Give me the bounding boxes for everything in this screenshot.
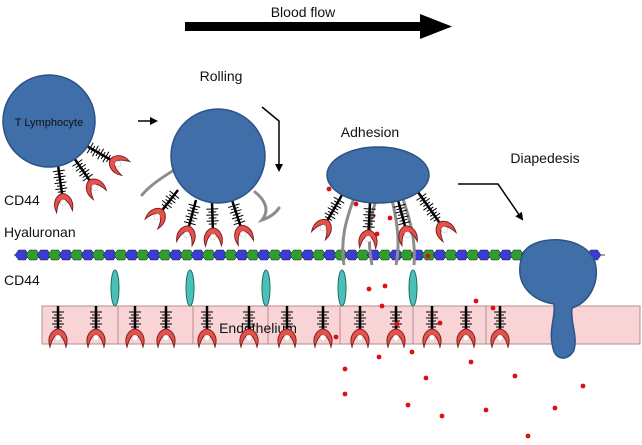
diapedesis-label: Diapedesis xyxy=(510,150,579,166)
chemokine-droplet xyxy=(437,320,443,326)
endothelial-cd44-receptors xyxy=(48,306,510,349)
chemokine-droplets xyxy=(326,186,586,439)
chemokine-droplet xyxy=(425,253,431,259)
chemokine-droplet xyxy=(353,201,359,207)
cd44-receptor xyxy=(393,199,418,248)
endothelium-label: Endothelium xyxy=(219,320,297,336)
t-lymphocyte-cell xyxy=(2,74,96,168)
adhesion-label: Adhesion xyxy=(341,124,399,140)
chemokine-droplet xyxy=(552,405,558,411)
cd44-receptor xyxy=(456,306,476,349)
chemokine-droplet xyxy=(326,186,332,192)
chemokine-droplet xyxy=(580,383,586,389)
lymphocyte-cd44-receptors xyxy=(52,142,458,251)
chemokine-droplet xyxy=(342,391,348,397)
cd44-receptor xyxy=(84,142,132,177)
cd44-receptor xyxy=(310,194,345,242)
chemokine-droplet xyxy=(525,433,531,439)
chemokine-droplet xyxy=(409,349,415,355)
selectin xyxy=(408,269,418,307)
chemokine-droplet xyxy=(439,413,445,419)
cd44-upper-label: CD44 xyxy=(4,192,40,208)
cd44-receptor xyxy=(72,157,108,201)
selectin xyxy=(337,269,347,307)
cd44-lower-label: CD44 xyxy=(4,272,40,288)
chemokine-droplet xyxy=(468,359,474,365)
selectin xyxy=(110,269,120,307)
cd44-receptor xyxy=(203,202,223,249)
chemokine-droplet xyxy=(512,373,518,379)
cd44-receptor xyxy=(313,306,333,349)
cd44-receptor xyxy=(422,306,442,349)
chemokine-droplet xyxy=(382,283,388,289)
cd44-receptor xyxy=(358,202,378,251)
selectin xyxy=(185,269,195,307)
cd44-receptor xyxy=(176,199,201,248)
cd44-receptor xyxy=(416,191,458,244)
cd44-receptor xyxy=(227,199,255,247)
cd44-receptor xyxy=(52,164,74,215)
rolling-cell xyxy=(170,108,266,204)
adhering-cell xyxy=(326,146,430,204)
cd44-receptor xyxy=(490,306,510,349)
selectin xyxy=(261,269,271,307)
chemokine-droplet xyxy=(342,366,348,372)
chemokine-droplet xyxy=(483,407,489,413)
chemokine-droplet xyxy=(473,298,479,304)
chemokine-droplet xyxy=(423,375,429,381)
chemokine-droplet xyxy=(490,305,496,311)
chemokine-droplet xyxy=(387,215,393,221)
cd44-receptor xyxy=(48,306,68,349)
cd44-receptor xyxy=(144,189,180,231)
cd44-receptor xyxy=(156,306,176,349)
rolling-label: Rolling xyxy=(200,68,243,84)
hyaluronan-chain xyxy=(14,249,605,261)
chemokine-droplet xyxy=(366,286,372,292)
cd44-receptor xyxy=(277,306,297,349)
rolling-down-arrow xyxy=(261,106,283,172)
selectin-molecules xyxy=(110,269,418,307)
chemokine-droplet xyxy=(394,321,400,327)
chemokine-droplet xyxy=(405,402,411,408)
rolling-tether-right xyxy=(253,190,281,224)
diapedesis-cell xyxy=(519,239,597,359)
chemokine-droplet xyxy=(333,334,339,340)
diapedesis-arrow xyxy=(458,183,524,221)
hyaluronan-label: Hyaluronan xyxy=(4,224,76,240)
cd44-receptor xyxy=(86,306,106,349)
chemokine-droplet xyxy=(376,354,382,360)
cd44-receptor xyxy=(350,306,370,349)
cd44-receptor xyxy=(386,306,406,349)
t-lymphocyte-label: T Lymphocyte xyxy=(15,117,83,129)
chemokine-droplet xyxy=(379,303,385,309)
blood-flow-label: Blood flow xyxy=(271,4,336,20)
blood-flow-arrow xyxy=(185,14,452,39)
cd44-receptor xyxy=(239,306,259,349)
cd44-receptor xyxy=(125,306,145,349)
cd44-receptor xyxy=(197,306,217,349)
